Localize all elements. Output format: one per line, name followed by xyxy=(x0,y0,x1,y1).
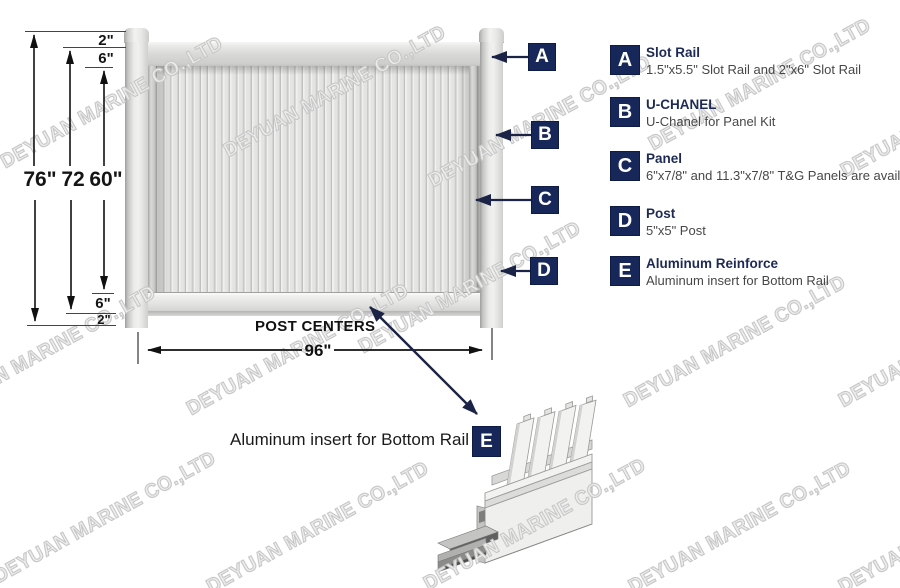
tg-panel-slats xyxy=(505,395,597,492)
callout-letter: C xyxy=(538,189,552,210)
height-dimension-arrows xyxy=(30,34,108,322)
callout-box-c: C xyxy=(531,186,559,214)
dim-label-2in-top: 2" xyxy=(98,32,114,49)
panel-post-seam xyxy=(477,66,480,292)
legend-letter-box: C xyxy=(610,151,640,181)
legend-letter: E xyxy=(618,259,632,282)
aluminum-insert-drawing xyxy=(437,395,597,573)
legend-letter: B xyxy=(617,100,633,123)
dim-label-72in: 72 xyxy=(61,168,85,191)
legend-item-desc: Aluminum insert for Bottom Rail xyxy=(646,273,829,288)
top-rail xyxy=(148,42,480,67)
post-centers-label: POST CENTERS xyxy=(255,318,376,335)
legend-letter: D xyxy=(617,209,633,232)
legend-letter-box: D xyxy=(610,206,640,236)
right-post xyxy=(480,42,503,328)
callout-letter: D xyxy=(537,260,551,281)
legend-item-desc: 5"x5" Post xyxy=(646,223,706,238)
legend-letter: C xyxy=(617,154,633,177)
panel-slats xyxy=(156,66,469,292)
legend-item-title: Panel xyxy=(646,151,683,166)
callout-letter: E xyxy=(480,430,493,452)
callout-arrows xyxy=(475,51,531,277)
dimension-reference-lines xyxy=(25,31,126,326)
u-channel-right xyxy=(469,66,477,292)
dim-label-76in: 76" xyxy=(23,168,57,191)
aluminum-insert-profile xyxy=(437,525,499,573)
legend-letter: A xyxy=(617,48,633,71)
legend-item-title: Slot Rail xyxy=(646,45,701,60)
u-channel-left xyxy=(148,66,156,292)
callout-box-d: D xyxy=(530,257,558,285)
legend-item-title: U-CHANEL xyxy=(646,97,717,112)
legend-item-desc: 6"x7/8" and 11.3"x7/8" T&G Panels are av… xyxy=(646,168,900,183)
callout-box-e: E xyxy=(472,426,501,457)
legend-letter-box: A xyxy=(610,45,640,75)
dim-label-2in-bottom: 2" xyxy=(97,312,111,327)
post-centers-value: 96" xyxy=(304,341,332,360)
bottom-rail-profile xyxy=(476,453,593,564)
callout-box-b: B xyxy=(531,121,559,149)
legend-item-title: Post xyxy=(646,206,676,221)
dim-label-6in-bottom: 6" xyxy=(95,295,111,312)
legend-letter-box: B xyxy=(610,97,640,127)
callout-letter: A xyxy=(535,46,549,67)
legend-item-desc: U-Chanel for Panel Kit xyxy=(646,114,776,129)
insert-caption: Aluminum insert for Bottom Rail xyxy=(230,430,470,449)
bottom-rail-lip xyxy=(148,311,480,316)
callout-letter: B xyxy=(538,124,552,145)
bottom-rail-to-detail-arrow xyxy=(369,306,478,415)
legend-item-desc: 1.5"x5.5" Slot Rail and 2"x6" Slot Rail xyxy=(646,62,862,77)
dim-label-60in: 60" xyxy=(89,168,123,191)
legend-letter-box: E xyxy=(610,256,640,286)
left-post xyxy=(125,42,148,328)
dim-label-6in-top: 6" xyxy=(98,50,114,67)
legend-item-title: Aluminum Reinforce xyxy=(646,256,779,271)
callout-box-a: A xyxy=(528,43,556,71)
